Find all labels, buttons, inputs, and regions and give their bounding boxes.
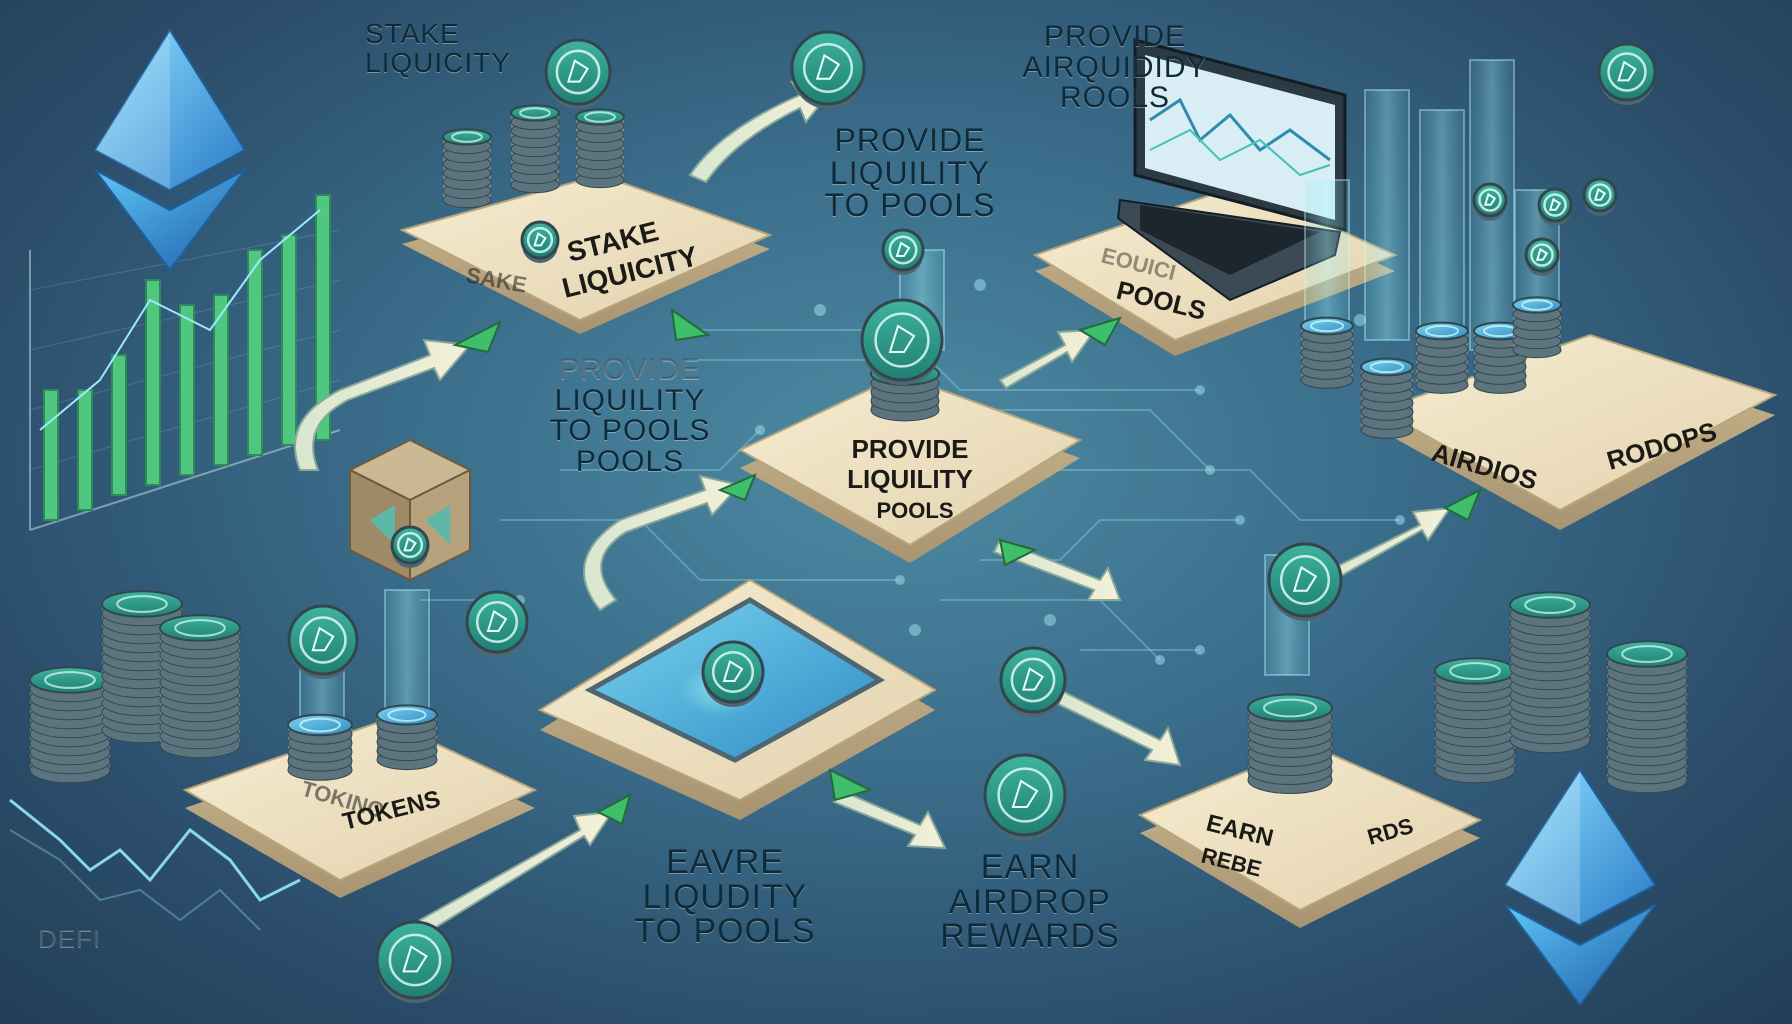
coin-stack-left-1 [29, 666, 111, 784]
coin-small-airdrop-3 [1582, 177, 1618, 216]
coin-stack-airdrop-1 [1300, 316, 1354, 389]
tile-provide-liquidity [737, 373, 1083, 563]
coin-bottom-right [983, 753, 1067, 840]
coin-small-stake [520, 220, 560, 263]
coin-small-upper [881, 228, 925, 275]
coin-bottom-left [375, 920, 455, 1003]
caption-defi: DEFI [38, 923, 102, 953]
coin-small-airdrop-1 [1537, 187, 1573, 226]
bar-chart-illustration [29, 194, 341, 531]
coin-stack-left-3 [159, 614, 241, 759]
coin-stack-airdrop-2 [1360, 357, 1414, 439]
tile-provide-subtitle: LIQUILITY [847, 464, 973, 494]
token-cube [347, 438, 473, 582]
coin-tokens [287, 604, 359, 679]
coin-top-right [1597, 42, 1657, 105]
coin-stack-stake-3 [575, 108, 625, 189]
coin-stack-right-2 [1509, 591, 1591, 754]
coin-provide [860, 298, 944, 385]
caption-provide-liquidity-pools-left: PROVIDE LIQUILITY TO POOLS POOLS [549, 353, 711, 478]
coin-stack-stake-1 [442, 128, 492, 209]
coin-stack-right-1 [1434, 657, 1516, 784]
coin-mid-right [999, 646, 1067, 717]
coin-small-cube [390, 525, 430, 568]
caption-provide-liquidity-to-pools: PROVIDE LIQUILITY TO POOLS [824, 122, 996, 224]
coin-layer [29, 30, 1688, 1003]
caption-stake-liquidity: STAKE LIQUICITY [365, 18, 511, 78]
ethereum-logo-bottom-right [1503, 768, 1657, 1007]
chart-bars [43, 194, 331, 521]
caption-provide-airquididy-rools: PROVIDE AIRQUIDIDY ROOLS [1022, 20, 1208, 115]
coin-stack-stake-2 [510, 104, 560, 194]
coin-top-left [544, 38, 612, 109]
coin-earn [1267, 542, 1343, 621]
tile-provide-pools: POOLS [876, 498, 953, 523]
coin-stack-earn [1247, 693, 1333, 794]
coin-small-airdrop-4 [1524, 237, 1560, 276]
coin-stack-tokens-2 [376, 704, 438, 771]
coin-top-center [790, 30, 866, 109]
tile-provide-title: PROVIDE [851, 434, 968, 464]
coin-stack-tokens-1 [287, 713, 353, 781]
line-chart-illustration [9, 798, 301, 931]
coin-small-airdrop-2 [1472, 182, 1508, 221]
coin-stack-airdrop-3 [1415, 321, 1469, 394]
laptop-icon [1116, 38, 1347, 302]
tile-stake-liquidity [399, 173, 773, 334]
caption-eavre-liquidity-to-pools: EAVRE LIQUDITY TO POOLS [634, 843, 816, 951]
ethereum-logo-top-left [93, 28, 247, 272]
arrow-heads-green [452, 307, 1482, 826]
coin-pool [701, 640, 765, 707]
coin-stack-airdrop-5 [1512, 296, 1562, 359]
circuit-nodes [515, 279, 1405, 665]
coin-stack-right-3 [1606, 640, 1688, 794]
coin-mid-left [465, 590, 529, 657]
caption-earn-airdrop-rewards: EARN AIRDROP REWARDS [940, 848, 1120, 956]
